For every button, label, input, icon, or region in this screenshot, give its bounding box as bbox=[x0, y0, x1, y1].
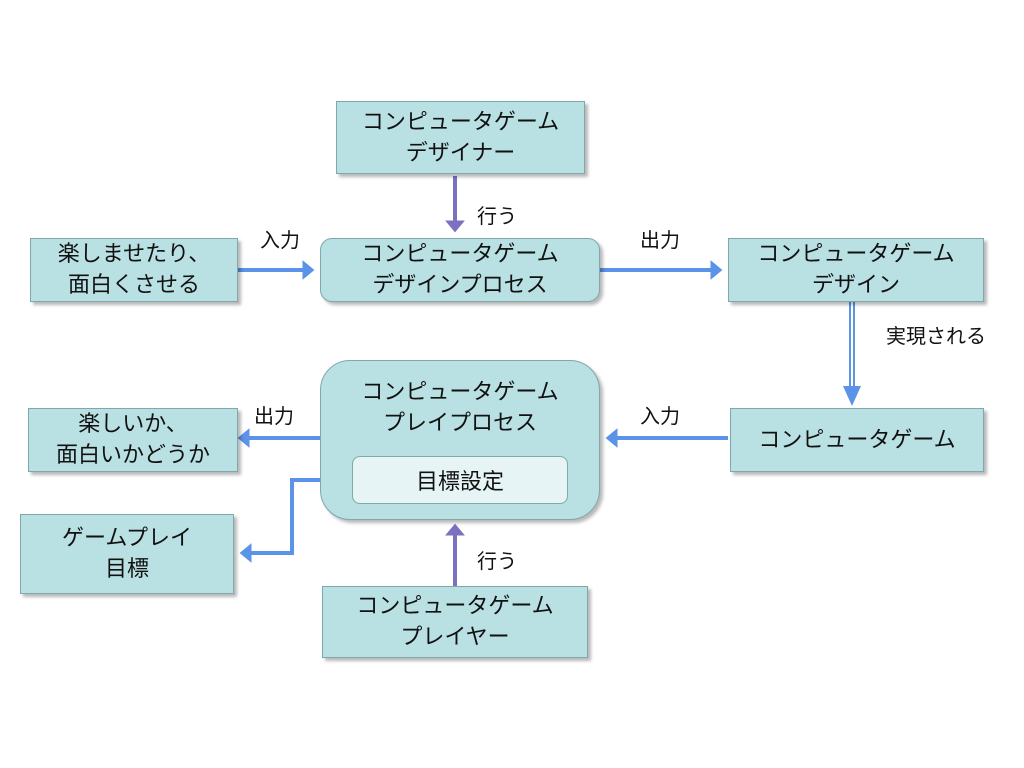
designer-line-2: デザイナー bbox=[405, 140, 516, 166]
fun-check-line-1: 楽しいか、 bbox=[78, 412, 188, 437]
game-line-1: コンピュータゲーム bbox=[758, 427, 956, 453]
player-line-2: プレイヤー bbox=[400, 625, 510, 650]
label-perform-top: 行う bbox=[477, 204, 517, 228]
label-realized: 実現される bbox=[886, 324, 986, 348]
designer-line-1: コンピュータゲーム bbox=[361, 109, 560, 135]
design-process-line-1: コンピュータゲーム bbox=[361, 242, 559, 267]
entertain-line-2: 面白くさせる bbox=[67, 273, 200, 298]
player-line-1: コンピュータゲーム bbox=[356, 594, 554, 619]
game-box: コンピュータゲーム bbox=[730, 408, 984, 472]
play-process-line-2: プレイプロセス bbox=[382, 411, 537, 436]
designer-box: コンピュータゲーム デザイナー bbox=[336, 101, 585, 174]
entertain-line-1: 楽しませたり、 bbox=[57, 242, 211, 267]
fun-check-box: 楽しいか、 面白いかどうか bbox=[28, 408, 238, 472]
arrow-design-to-game bbox=[843, 302, 861, 406]
design-line-1: コンピュータゲーム bbox=[757, 242, 955, 267]
label-input-right: 入力 bbox=[640, 404, 680, 428]
fun-check-line-2: 面白いかどうか bbox=[55, 443, 210, 468]
label-input-left: 入力 bbox=[260, 228, 300, 252]
label-output-left: 出力 bbox=[254, 404, 294, 428]
entertain-box: 楽しませたり、 面白くさせる bbox=[30, 238, 238, 302]
design-box: コンピュータゲーム デザイン bbox=[728, 238, 984, 302]
goal-setting-box: 目標設定 bbox=[352, 456, 568, 504]
player-box: コンピュータゲーム プレイヤー bbox=[322, 586, 588, 658]
label-perform-bottom: 行う bbox=[477, 549, 517, 573]
label-output-top: 出力 bbox=[640, 228, 680, 252]
gameplay-goal-line-2: 目標 bbox=[104, 557, 149, 582]
design-process-line-2: デザインプロセス bbox=[372, 273, 548, 298]
design-process-box: コンピュータゲーム デザインプロセス bbox=[320, 238, 600, 302]
gameplay-goal-line-1: ゲームプレイ bbox=[61, 526, 193, 551]
design-line-2: デザイン bbox=[811, 273, 900, 298]
gameplay-goal-box: ゲームプレイ 目標 bbox=[20, 514, 234, 594]
play-process-line-1: コンピュータゲーム bbox=[361, 380, 559, 405]
